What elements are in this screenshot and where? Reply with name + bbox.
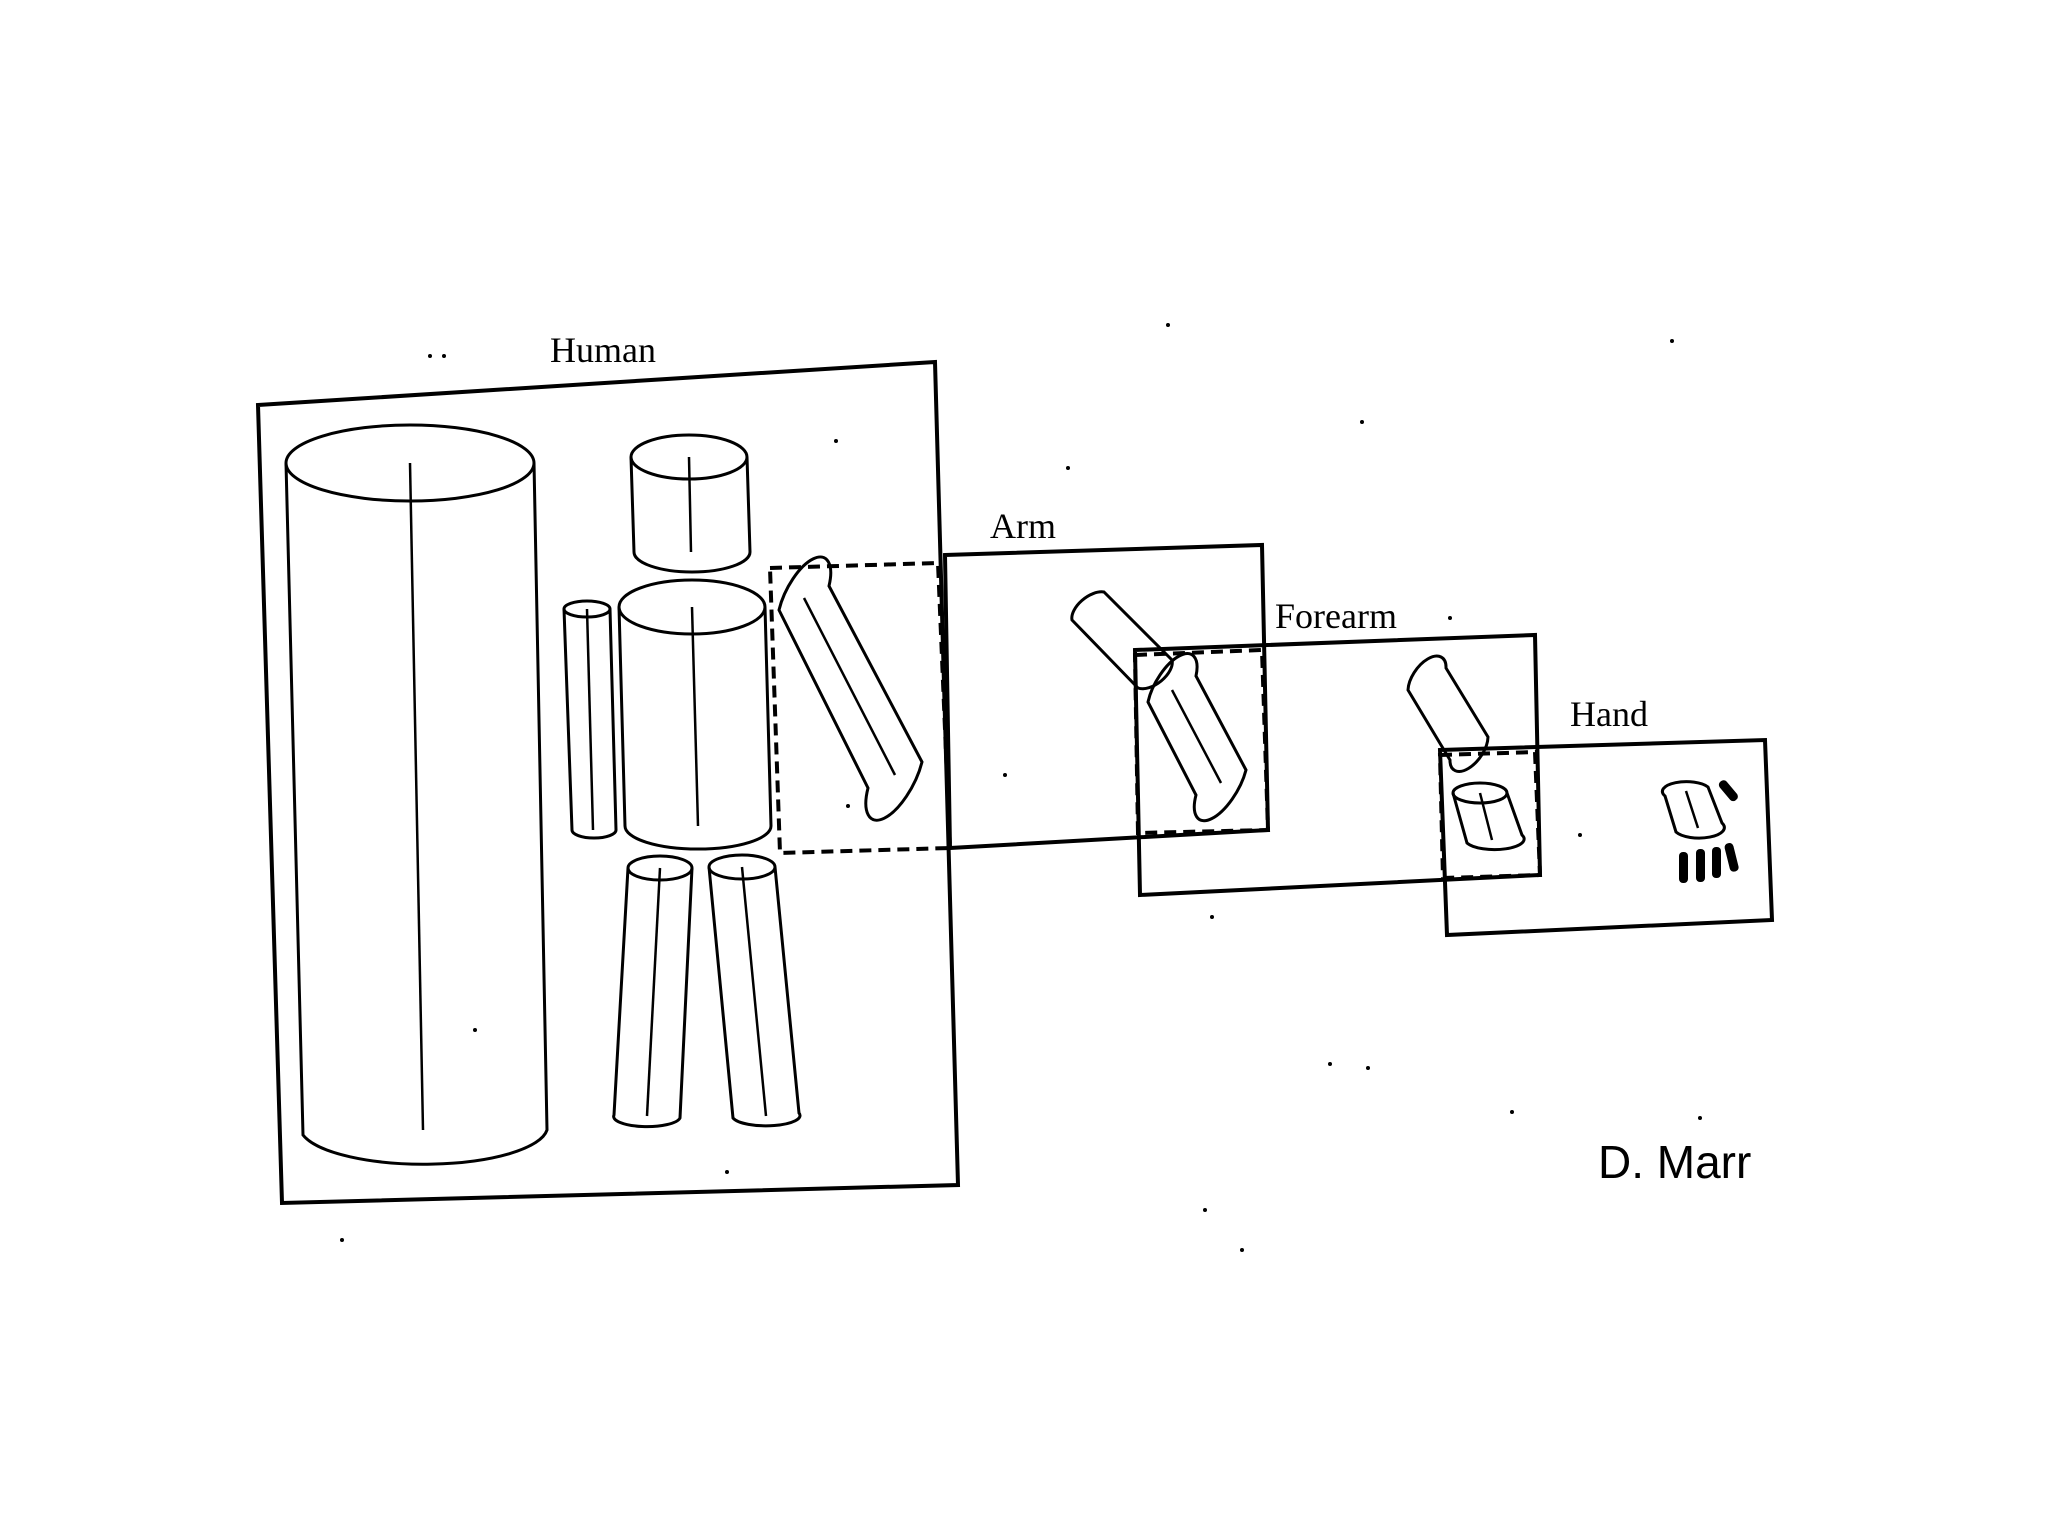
torso-cylinder — [617, 578, 773, 851]
hand-level-box — [1437, 737, 1775, 938]
finger — [1696, 849, 1705, 882]
label-hand: Hand — [1570, 694, 1648, 734]
finger — [1679, 852, 1688, 883]
label-human: Human — [550, 330, 656, 370]
finger — [1724, 843, 1739, 872]
finger — [1712, 847, 1721, 878]
right-arm-cylinder — [777, 555, 924, 822]
label-arm: Arm — [990, 506, 1056, 546]
arm-forearm-cylinder — [1146, 652, 1248, 823]
arm-level-box — [942, 542, 1271, 851]
finger-group — [1679, 780, 1739, 883]
left-leg-cylinder — [612, 854, 694, 1129]
right-leg-cylinder — [707, 853, 802, 1128]
label-forearm: Forearm — [1275, 596, 1397, 636]
human-level-box — [255, 359, 961, 1206]
palm-cylinder — [1660, 780, 1726, 840]
scan-specks — [340, 323, 1702, 1252]
human-body-cylinder — [284, 423, 549, 1166]
author-credit: D. Marr — [1598, 1136, 1751, 1188]
upper-arm-cylinder — [1070, 590, 1174, 691]
forearm-selection-dashed-box — [1132, 647, 1271, 836]
thumb — [1718, 780, 1738, 802]
head-cylinder — [629, 433, 752, 574]
forearm-hand-cylinder — [1451, 781, 1526, 852]
left-arm-cylinder — [562, 599, 618, 840]
forearm-segment-cylinder — [1406, 654, 1490, 773]
hand-selection-dashed-box — [1437, 749, 1543, 881]
